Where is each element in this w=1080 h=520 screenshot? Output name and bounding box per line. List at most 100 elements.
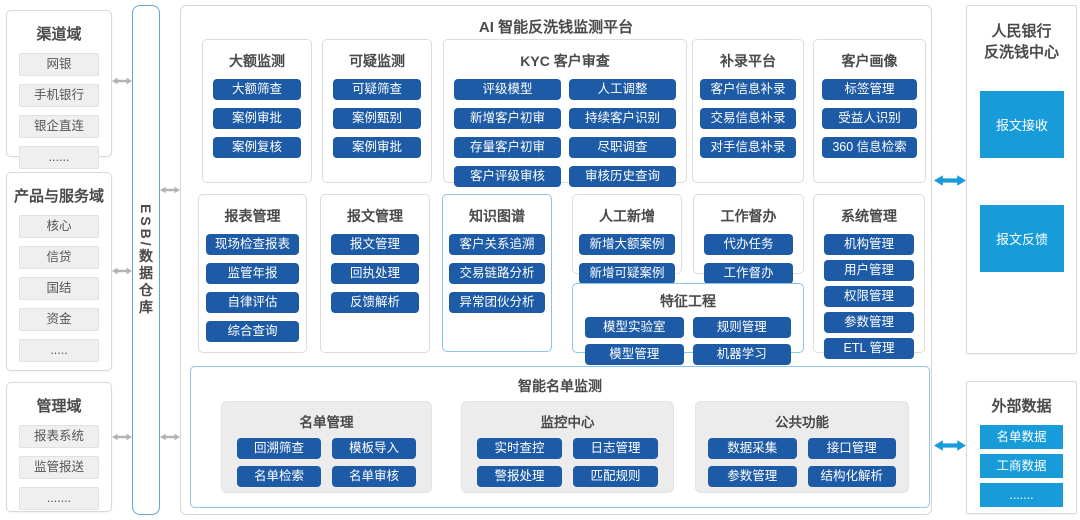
function-button: 案例复核 (213, 137, 301, 158)
function-button: 案例审批 (333, 137, 421, 158)
module-title: 人工新增 (599, 208, 655, 224)
product-service-domain-title: 产品与服务域 (13, 188, 104, 205)
external-data-title: 外部数据 (991, 398, 1052, 415)
panel-list-management: 名单管理 回溯筛查模板导入名单检索名单审核 (221, 401, 432, 493)
domain-system-chip: 网银 (19, 53, 99, 76)
panel-title: 公共功能 (775, 415, 829, 430)
product-esb-exchange-arrow-icon (112, 267, 132, 275)
panel-items: 回溯筛查模板导入名单检索名单审核 (222, 438, 431, 487)
module-title: 可疑监测 (349, 53, 405, 69)
aml-platform-box: AI 智能反洗钱监测平台 大额监测 大额筛查案例审批案例复核 可疑监测 可疑筛查… (180, 5, 932, 515)
platform-pboc-exchange-arrow-icon (934, 175, 966, 186)
function-button: 监管年报 (206, 263, 299, 284)
function-button: 360 信息检索 (822, 137, 917, 158)
module-items: 可疑筛查案例甄别案例审批 (323, 79, 431, 158)
message-receive-block: 报文接收 (980, 91, 1064, 158)
function-button: 新增大额案例 (579, 234, 675, 255)
esb-platform-exchange-arrow-icon (160, 186, 180, 194)
external-data-items: 名单数据工商数据....... (967, 425, 1076, 507)
product-service-domain-items: 核心信贷国结资金..... (7, 215, 111, 362)
module-title: 报文管理 (347, 208, 403, 224)
function-button: 新增客户初审 (454, 108, 561, 129)
module-items: 模型实验室规则管理模型管理机器学习 (573, 317, 803, 365)
function-button: 用户管理 (824, 260, 914, 281)
function-button: 综合查询 (206, 321, 299, 342)
smart-list-monitoring-box: 智能名单监测 名单管理 回溯筛查模板导入名单检索名单审核 监控中心 实时查控日志… (190, 366, 930, 508)
function-button: 回执处理 (331, 263, 419, 284)
channel-domain-box: 渠道域 网银手机银行银企直连...... (6, 10, 112, 169)
panel-items: 实时查控日志管理警报处理匹配规则 (462, 438, 673, 487)
function-button: 客户信息补录 (700, 79, 796, 100)
function-button: 结构化解析 (807, 466, 896, 487)
function-button: 客户评级审核 (454, 166, 561, 187)
function-button: 日志管理 (573, 438, 658, 459)
module-knowledge-graph: 知识图谱 客户关系追溯交易链路分析异常团伙分析 (442, 194, 552, 352)
esb-data-warehouse-bar: ESB/数据仓库 (132, 5, 160, 515)
domain-system-chip: 报表系统 (19, 425, 99, 448)
module-kyc-review: KYC 客户审查 评级模型人工调整新增客户初审持续客户识别存量客户初审尽职调查客… (443, 39, 687, 187)
management-domain-box: 管理域 报表系统监管报送....... (6, 382, 112, 512)
function-button: 审核历史查询 (569, 166, 676, 187)
function-button: 接口管理 (807, 438, 896, 459)
module-report-management: 报表管理 现场检查报表监管年报自律评估综合查询 (198, 194, 307, 353)
function-button: 案例审批 (213, 108, 301, 129)
external-data-box: 外部数据 名单数据工商数据....... (966, 381, 1077, 514)
function-button: 对手信息补录 (700, 137, 796, 158)
function-button: 匹配规则 (573, 466, 658, 487)
module-items: 代办任务工作督办 (694, 234, 803, 284)
module-items: 报文管理回执处理反馈解析 (321, 234, 429, 313)
external-data-chip: ....... (980, 483, 1063, 507)
function-button: 存量客户初审 (454, 137, 561, 158)
function-button: 机器学习 (692, 344, 791, 365)
domain-system-chip: 核心 (19, 215, 99, 238)
module-title: 客户画像 (841, 53, 898, 69)
module-large-amount-monitoring: 大额监测 大额筛查案例审批案例复核 (202, 39, 312, 183)
module-feature-engineering: 特征工程 模型实验室规则管理模型管理机器学习 (572, 283, 804, 365)
function-button: 警报处理 (477, 466, 562, 487)
function-button: 参数管理 (824, 312, 914, 333)
panel-items: 数据采集接口管理参数管理结构化解析 (696, 438, 908, 487)
module-items: 评级模型人工调整新增客户初审持续客户识别存量客户初审尽职调查客户评级审核审核历史… (444, 79, 686, 187)
management-domain-items: 报表系统监管报送....... (7, 425, 111, 510)
module-suspicious-monitoring: 可疑监测 可疑筛查案例甄别案例审批 (322, 39, 432, 183)
function-button: 大额筛查 (213, 79, 301, 100)
module-title: 特征工程 (660, 293, 716, 309)
function-button: 权限管理 (824, 286, 914, 307)
channel-domain-items: 网银手机银行银企直连...... (7, 53, 111, 169)
panel-title: 监控中心 (540, 415, 595, 430)
function-button: 交易信息补录 (700, 108, 796, 129)
function-button: 异常团伙分析 (449, 292, 545, 313)
function-button: 模板导入 (332, 438, 416, 459)
function-button: 名单检索 (237, 466, 321, 487)
platform-external-data-exchange-arrow-icon (934, 440, 966, 451)
domain-system-chip: 信贷 (19, 246, 99, 269)
pboc-aml-center-box: 人民银行 反洗钱中心 报文接收 报文反馈 (966, 5, 1077, 354)
module-items: 大额筛查案例审批案例复核 (203, 79, 311, 158)
management-esb-exchange-arrow-icon (112, 433, 132, 441)
domain-system-chip: 监管报送 (19, 456, 99, 479)
domain-system-chip: ....... (19, 487, 99, 510)
message-feedback-block: 报文反馈 (980, 205, 1064, 272)
module-title: 知识图谱 (469, 208, 525, 224)
module-title: 工作督办 (720, 208, 777, 224)
panel-monitor-center: 监控中心 实时查控日志管理警报处理匹配规则 (461, 401, 674, 493)
domain-system-chip: ...... (19, 146, 99, 169)
domain-system-chip: 银企直连 (19, 115, 99, 138)
smart-list-title: 智能名单监测 (518, 378, 602, 394)
pboc-title-line2: 反洗钱中心 (983, 44, 1059, 61)
platform-title: AI 智能反洗钱监测平台 (478, 19, 634, 36)
function-button: 模型管理 (585, 344, 684, 365)
function-button: 持续客户识别 (569, 108, 676, 129)
function-button: ETL 管理 (824, 338, 914, 359)
domain-system-chip: ..... (19, 339, 99, 362)
function-button: 规则管理 (692, 317, 791, 338)
function-button: 报文管理 (331, 234, 419, 255)
pboc-title: 人民银行 反洗钱中心 (967, 21, 1076, 63)
function-button: 现场检查报表 (206, 234, 299, 255)
function-button: 标签管理 (822, 79, 917, 100)
module-items: 客户信息补录交易信息补录对手信息补录 (693, 79, 803, 158)
function-button: 评级模型 (454, 79, 561, 100)
